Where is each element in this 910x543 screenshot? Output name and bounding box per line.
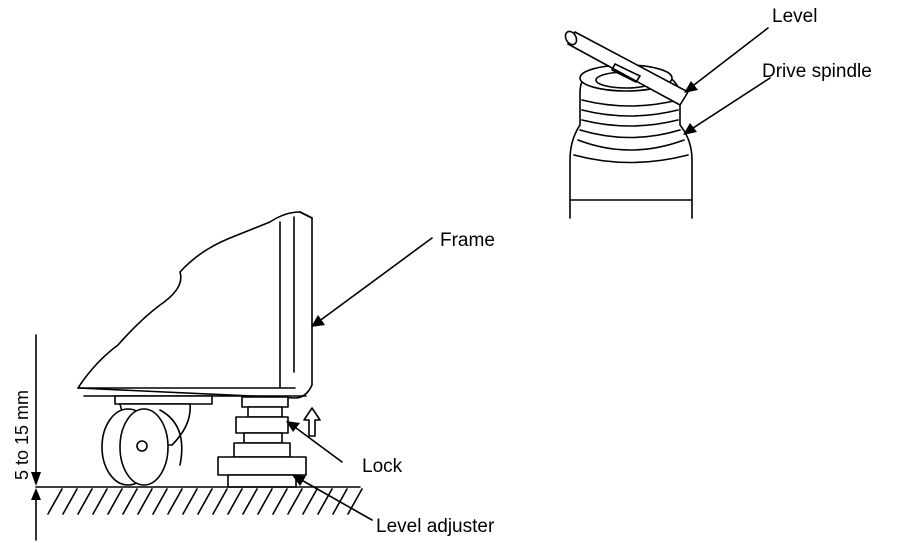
hatch-line	[287, 488, 303, 515]
hatch-line	[47, 488, 63, 515]
level-bar	[567, 31, 689, 106]
arrowhead	[292, 475, 306, 486]
spindle-rib	[581, 119, 679, 127]
arrowhead	[31, 488, 41, 500]
drive-spindle-pointer-arrow	[689, 77, 771, 131]
adjuster-nut	[233, 442, 291, 458]
hatch-line	[122, 488, 138, 515]
hatch-line	[152, 488, 168, 515]
hatch-line	[212, 488, 228, 515]
label-lock: Lock	[362, 456, 403, 477]
hatch-line	[317, 488, 333, 515]
up-arrow-icon	[303, 407, 321, 437]
label-frame: Frame	[440, 230, 495, 251]
arrowhead	[684, 81, 698, 93]
hatch-line	[182, 488, 198, 515]
hatch-line	[197, 488, 213, 515]
caster-hub-face	[119, 408, 169, 486]
hatch-line	[302, 488, 318, 515]
lock-pointer-arrow	[291, 424, 343, 463]
frame-body	[77, 211, 313, 399]
arrowhead	[683, 123, 697, 135]
frame-edge-line	[299, 211, 313, 219]
hatch-line	[77, 488, 93, 515]
adjuster-foot	[217, 456, 307, 476]
hatch-line	[107, 488, 123, 515]
assembly-pointers	[286, 237, 433, 521]
level-adjuster-pointer-arrow	[297, 477, 373, 521]
hatch-line	[272, 488, 288, 515]
floor-hatching	[47, 488, 363, 515]
hatch-line	[62, 488, 78, 515]
caster-mount	[114, 395, 213, 405]
floor	[35, 486, 363, 515]
adjuster-pad	[227, 474, 297, 488]
hatch-line	[167, 488, 183, 515]
arrowhead	[286, 421, 300, 432]
height-dimension: 5 to 15 mm	[12, 334, 41, 541]
spindle-rib	[577, 139, 685, 151]
level-pointer-arrow	[689, 27, 769, 89]
adjuster-top-plate	[241, 396, 289, 408]
adjuster-thread	[243, 432, 283, 444]
hatch-line	[242, 488, 258, 515]
label-drive-spindle: Drive spindle	[762, 61, 872, 82]
caster-fork-edge	[159, 409, 183, 466]
hatch-line	[227, 488, 243, 515]
caster	[101, 395, 213, 486]
label-level-adjuster: Level adjuster	[376, 516, 495, 537]
label-dimension: 5 to 15 mm	[12, 390, 32, 480]
arrowhead	[311, 315, 325, 327]
hatch-line	[347, 488, 363, 515]
frame-assembly	[77, 211, 313, 399]
arrowhead	[31, 472, 41, 486]
hatch-line	[137, 488, 153, 515]
spindle-pointers	[683, 27, 771, 135]
label-level: Level	[772, 6, 817, 27]
spindle-rib	[581, 109, 679, 117]
spindle-rib	[581, 99, 679, 107]
lock-nut	[235, 416, 289, 434]
hatch-line	[92, 488, 108, 515]
level-adjuster	[217, 396, 321, 488]
hatch-line	[257, 488, 273, 515]
spindle-rib	[579, 129, 681, 139]
spindle-detail	[564, 30, 693, 219]
frame-pointer-arrow	[317, 237, 433, 323]
level-bubble-window	[611, 63, 641, 83]
spindle-rib	[573, 154, 689, 164]
caster-axle	[136, 440, 148, 452]
adjuster-thread	[247, 406, 283, 418]
level-bar-end	[564, 30, 578, 46]
